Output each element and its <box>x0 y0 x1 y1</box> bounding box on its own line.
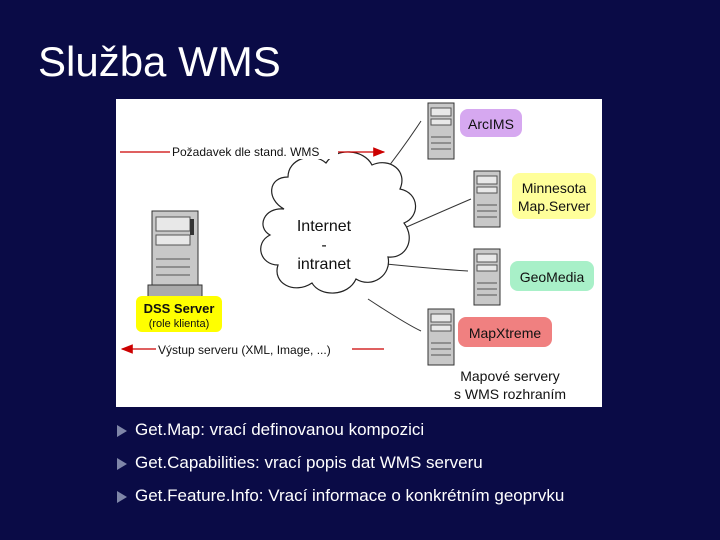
cloud-line-2: - <box>321 237 326 254</box>
server-arcims-badge <box>460 109 522 137</box>
request-label: Požadavek dle stand. WMS <box>172 145 319 159</box>
client-badge <box>136 296 222 332</box>
server-geomedia-badge <box>510 261 594 291</box>
bullet-getcapabilities: Get.Capabilities: vrací popis dat WMS se… <box>117 451 564 484</box>
servers-caption-2: s WMS rozhraním <box>454 386 566 402</box>
server-mapxtreme-label: MapXtreme <box>469 325 542 341</box>
bullet-arrow-icon <box>117 491 127 503</box>
client-role: (role klienta) <box>149 318 210 330</box>
server-arcims-label: ArcIMS <box>468 116 514 132</box>
connection-geomedia <box>385 263 469 272</box>
servers-caption-1: Mapové servery <box>460 368 560 384</box>
output-label: Výstup serveru (XML, Image, ...) <box>158 343 331 357</box>
connection-mapxtreme <box>367 298 422 332</box>
cloud-line-3: intranet <box>297 256 351 273</box>
bullet-arrow-icon <box>117 425 127 437</box>
bullet-arrow-icon <box>117 458 127 470</box>
server-mapxtreme-badge <box>458 317 552 347</box>
bullet-desc: : vrací popis dat WMS serveru <box>255 453 483 472</box>
client-name: DSS Server <box>144 301 215 316</box>
bullet-desc: : Vrací informace o konkrétním geoprvku <box>258 486 565 505</box>
bullet-term: Get.Map <box>135 420 201 439</box>
server-geomedia-label: GeoMedia <box>520 269 585 285</box>
server-minnesota-badge <box>512 173 596 219</box>
server-mapxtreme-icon <box>427 308 455 366</box>
bullet-term: Get.Feature.Info <box>135 486 259 505</box>
internet-cloud <box>260 151 417 294</box>
client-computer-icon <box>147 210 203 298</box>
bullet-list: Get.Map: vrací definovanou kompozici Get… <box>117 418 564 517</box>
bullet-getfeatureinfo: Get.Feature.Info: Vrací informace o konk… <box>117 484 564 517</box>
server-arcims-icon <box>427 102 455 160</box>
server-minnesota-label-1: Minnesota <box>522 180 587 196</box>
server-minnesota-icon <box>473 170 501 228</box>
cloud-line-1: Internet <box>297 218 352 235</box>
slide-title: Služba WMS <box>38 38 281 85</box>
bullet-term: Get.Capabilities <box>135 453 256 472</box>
server-geomedia-icon <box>473 248 501 306</box>
server-minnesota-label-2: Map.Server <box>518 198 591 214</box>
bullet-desc: : vrací definovanou kompozici <box>200 420 425 439</box>
wms-diagram: Internet - intranet Požadavek dle stand.… <box>116 99 602 407</box>
bullet-getmap: Get.Map: vrací definovanou kompozici <box>117 418 564 451</box>
